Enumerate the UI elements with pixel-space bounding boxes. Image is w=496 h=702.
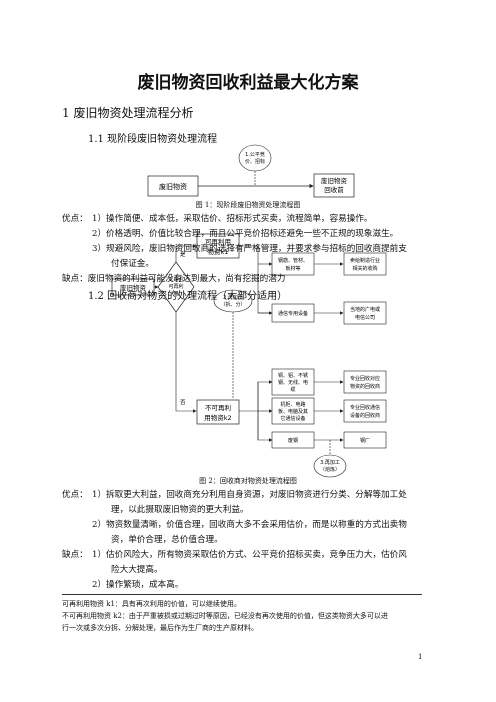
advantages-1-item-3: 3）规避风险，废旧物资回收商的选择有严格管理，并要求参与招标的回收商提前支 <box>92 244 407 254</box>
svg-text:铜、铝、不锈: 铜、铝、不锈 <box>278 372 308 379</box>
advantages-2-item-2: 2）物资数量清晰，价值合理，回收商大多不会采用估价，而是以称重的方式出卖物 <box>92 520 407 530</box>
advantages-1-item-3-cont: 付保证金。 <box>111 259 154 269</box>
svg-text:专业回收对应: 专业回收对应 <box>350 375 380 382</box>
fig2-nonreusable-line1: 不可再利 <box>205 403 231 412</box>
footnote-3: 行一次或多次分拆、分解处理，最后作为生厂商的生产原材料。 <box>62 624 258 632</box>
svg-text:电信公司: 电信公司 <box>355 314 375 321</box>
fig2-yes-label: 是 <box>180 251 186 258</box>
advantages-1-label: 优点： <box>62 214 88 224</box>
svg-text:钢厂: 钢厂 <box>360 437 370 444</box>
fig1-box-left: 废旧物资 <box>147 175 199 197</box>
svg-text:专业回收通信: 专业回收通信 <box>350 404 380 411</box>
fig1-note: 1.公平竞 价、招标 <box>238 144 272 185</box>
fig1-note-line1: 1.公平竞 <box>245 151 265 158</box>
disadvantages-2-item-2: 2）操作繁琐，成本高。 <box>92 580 184 590</box>
fig2-reusable-line2: 物资k1 <box>208 247 229 256</box>
fig1-box-right-line2: 回收前 <box>324 185 344 194</box>
advantages-1-item-2: 2）价格透明、价值比较合理，而且公平竞价招标还避免一些不正规的现象滋生。 <box>92 229 399 239</box>
footnote-1: 可再利用物资 k1：具有再次利用的价值，可以继续使用。 <box>62 600 241 608</box>
svg-text:相关的收购: 相关的收购 <box>352 265 377 272</box>
fig2-start-box: 废旧物资 <box>111 278 155 296</box>
fig2-diamond-line1: 1.是否 <box>169 277 184 283</box>
fig2-right-box-2: 当地的广电或 电信公司 <box>343 301 387 325</box>
fig2-mid-box-5: 废钢 <box>271 431 315 449</box>
disadvantages-2-label: 缺点： <box>62 550 88 560</box>
fig1-box-right-line1: 废旧物资 <box>321 176 348 185</box>
section-1-2-heading: 1.2 回收商对物资的处理流程（大部分适用） <box>88 291 288 302</box>
section-1-heading: 1 废旧物资处理流程分析 <box>62 106 194 120</box>
fig2-mid-box-3: 铜、铝、不锈 钢、无线、电 缆 <box>271 368 315 396</box>
fig2-process-2: 2.再加工 （拆、分） <box>213 289 253 399</box>
disadvantages-2-item-1-cont: 险大大提高。 <box>111 565 163 575</box>
fig2-process3-line1: 3.再加工 <box>320 459 340 466</box>
svg-text:当地的广电或: 当地的广电或 <box>350 306 380 313</box>
svg-text:通信专用设备: 通信专用设备 <box>278 310 308 317</box>
fig2-process3-line2: （熔炼） <box>320 466 340 473</box>
footnote-2: 不可再利用物资 k2：由于严重被损或过期过时等原因，已经没有再次使用的价值，但这… <box>62 612 388 620</box>
svg-text:卖给制造行业: 卖给制造行业 <box>350 257 380 264</box>
svg-text:设备的回收商: 设备的回收商 <box>350 412 380 419</box>
footnote-rule <box>62 594 422 595</box>
fig1-note-line2: 价、招标 <box>245 158 265 165</box>
figure-2-caption: 图 2：回收商对物资处理流程图 <box>199 477 297 485</box>
fig2-reusable-line1: 可再利用 <box>205 237 231 246</box>
svg-text:钢、无线、电: 钢、无线、电 <box>278 379 308 386</box>
advantages-2-item-1: 1）拆取更大利益，回收商充分利用自身资源，对废旧物资进行分类、分解等加工处 <box>92 490 407 500</box>
fig2-diamond-line3: 用 <box>173 291 178 297</box>
svg-text:板材等: 板材等 <box>285 265 300 272</box>
svg-text:机柜、电路: 机柜、电路 <box>280 401 305 408</box>
fig2-right-box-1: 卖给制造行业 相关的收购 <box>343 252 387 276</box>
disadvantages-1: 缺点：废旧物资的利益可能没有达到最大，尚有挖掘的潜力 <box>62 274 286 284</box>
disadvantages-2-item-1: 1）估价风险大，所有物资采取估价方式、公平竞价招标买卖，竞争压力大，估价风 <box>92 550 407 560</box>
fig2-mid-box-2: 通信专用设备 <box>271 303 315 323</box>
svg-text:钢筋、管材、: 钢筋、管材、 <box>278 257 308 264</box>
svg-text:物资的回收商: 物资的回收商 <box>350 383 380 390</box>
advantages-2-label: 优点： <box>62 490 88 500</box>
svg-text:缆: 缆 <box>290 386 295 393</box>
page-title: 废旧物资回收利益最大化方案 <box>137 73 359 93</box>
figure-1-caption: 图 1：现阶段废旧物资处理流程图 <box>195 201 301 209</box>
fig2-right-box-4: 专业回收通信 设备的回收商 <box>343 399 387 423</box>
advantages-2-item-2-cont: 资，单价合理，总价值合理。 <box>111 535 223 545</box>
fig2-diamond-line2: 可再利 <box>168 283 183 290</box>
fig2-right-box-5: 钢厂 <box>343 431 387 449</box>
fig2-no-label: 否 <box>180 399 186 406</box>
advantages-1-item-1: 1）操作简便、成本低，采取估价、招标形式买卖，流程简单，容易操作。 <box>92 214 373 224</box>
section-1-1-heading: 1.1 现阶段废旧物资处理流程 <box>88 134 218 145</box>
fig2-right-box-3: 专业回收对应 物资的回收商 <box>343 370 387 394</box>
fig1-box-left-label: 废旧物资 <box>159 182 187 191</box>
svg-text:废钢: 废钢 <box>288 437 298 444</box>
fig2-nonreusable-box: 不可再利 用物资k2 <box>196 399 240 425</box>
fig2-nonreusable-line2: 用物资k2 <box>204 413 231 422</box>
fig2-process-3: 3.再加工 （熔炼） <box>313 440 347 478</box>
fig2-mid-box-4: 机柜、电路 板、电脑及其 它通信设备 <box>271 397 315 425</box>
svg-text:板、电脑及其: 板、电脑及其 <box>278 408 308 415</box>
fig1-box-right: 废旧物资 回收前 <box>313 173 355 198</box>
advantages-2-item-1-cont: 理，以此摄取废旧物资的更大利益。 <box>111 505 249 515</box>
fig2-process2-line2: （拆、分） <box>220 301 245 308</box>
page-number: 1 <box>418 653 423 661</box>
fig2-process2-line1: 2.再加工 <box>223 294 243 301</box>
svg-text:它通信设备: 它通信设备 <box>280 415 305 422</box>
fig2-start-label: 废旧物资 <box>120 283 147 292</box>
